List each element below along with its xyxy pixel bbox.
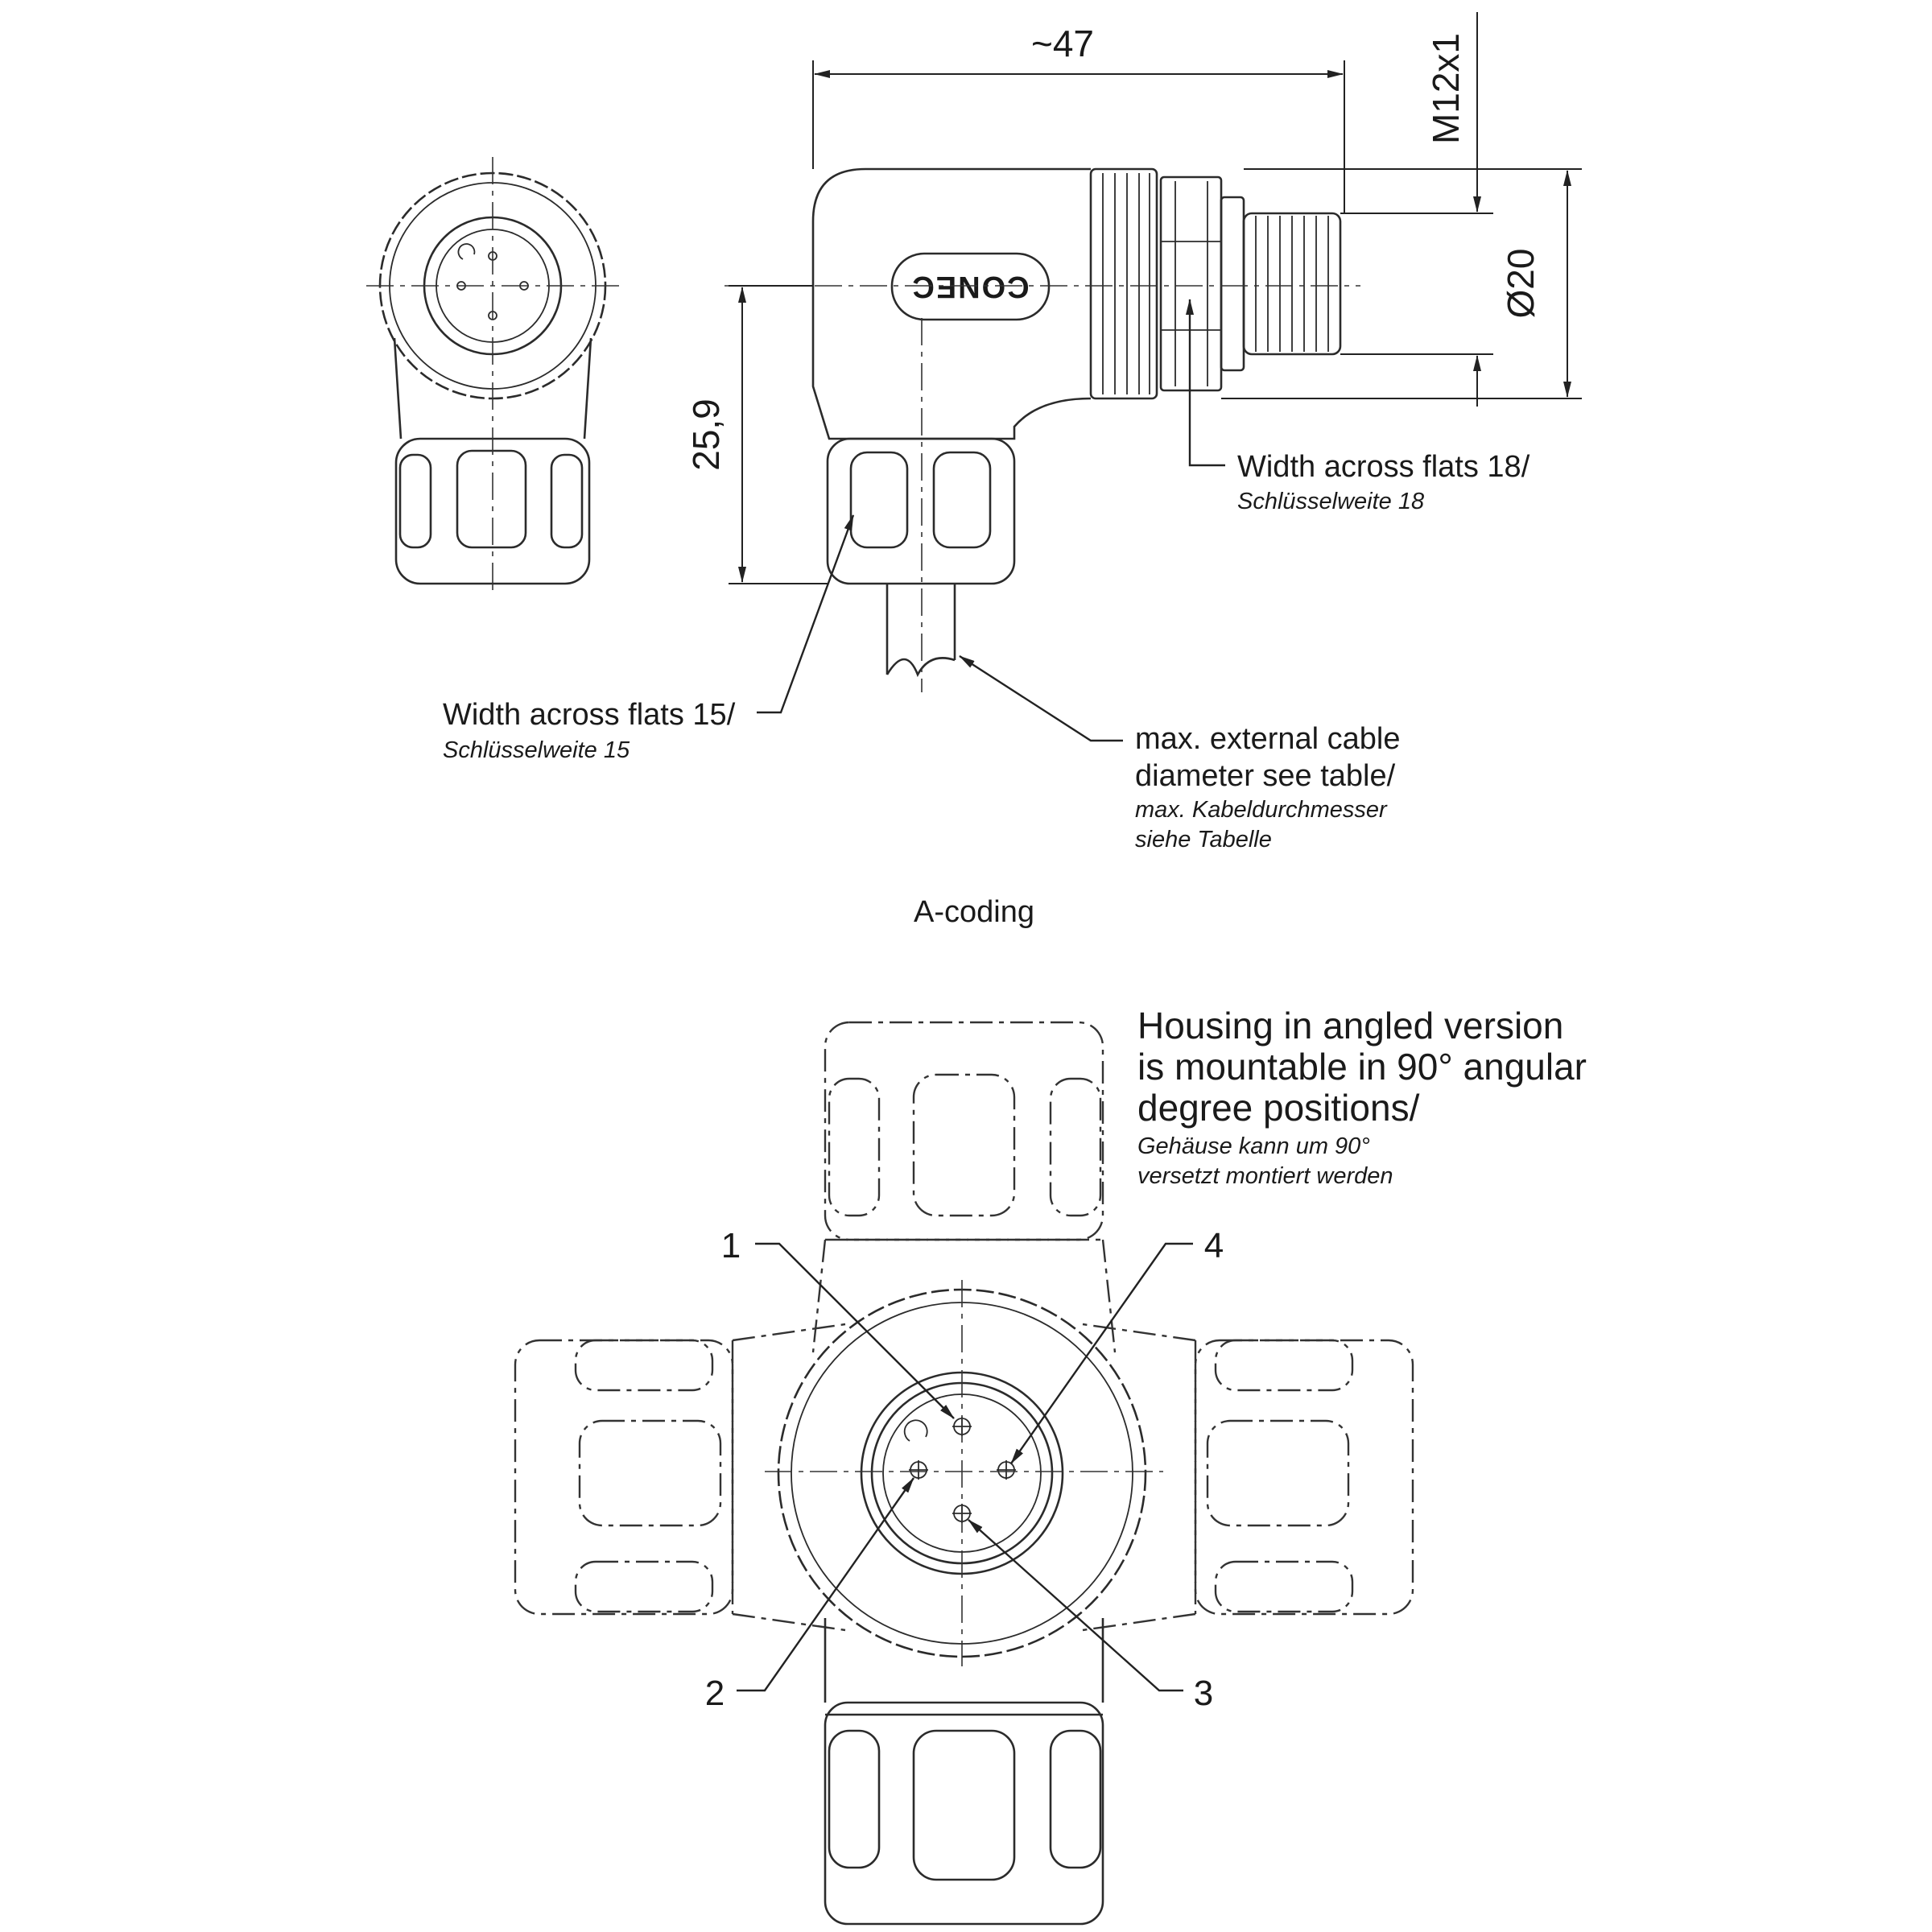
cable-en-line1: max. external cable (1135, 722, 1401, 756)
pin-label-1: 1 (721, 1226, 741, 1265)
side-view: CONEC (724, 167, 1360, 692)
dimension-length-label: ~47 (1031, 23, 1094, 64)
end-view-top-left (366, 157, 620, 592)
pin-label-2: 2 (705, 1674, 724, 1713)
callout-cable: max. external cable diameter see table/ … (959, 654, 1401, 852)
dimension-thread-label: M12x1 (1425, 33, 1467, 144)
dimension-height-label: 25,9 (685, 398, 727, 471)
dimension-length: ~47 (812, 23, 1345, 213)
housing-position-left (514, 1339, 734, 1616)
pin-label-3: 3 (1194, 1674, 1213, 1713)
angled-housing (811, 167, 1092, 440)
pin-label-4: 4 (1204, 1226, 1224, 1265)
waf18-en: Width across flats 18/ (1237, 450, 1530, 484)
cable-gland (826, 437, 1016, 585)
m12-thread (1242, 212, 1342, 356)
housing-de-line2: versetzt montiert werden (1137, 1163, 1393, 1189)
callout-waf15: Width across flats 15/ Schlüsselweite 15 (443, 514, 855, 763)
housing-de-line1: Gehäuse kann um 90° (1137, 1133, 1370, 1159)
housing-position-top (824, 1021, 1104, 1241)
housing-en-line3: degree positions/ (1137, 1087, 1420, 1129)
coding-title: A-coding (914, 895, 1034, 929)
dimension-diameter: Ø20 (1221, 168, 1582, 399)
waf15-en: Width across flats 15/ (443, 698, 736, 732)
hex-flat-18 (1159, 175, 1223, 392)
housing-position-right (1194, 1339, 1414, 1616)
cable-en-line2: diameter see table/ (1135, 759, 1396, 793)
dimension-diameter-label: Ø20 (1500, 249, 1542, 319)
dimension-thread: M12x1 (1340, 12, 1493, 407)
housing-note: Housing in angled version is mountable i… (1137, 1005, 1587, 1189)
waf15-de: Schlüsselweite 15 (443, 737, 630, 763)
cable-de-line2: siehe Tabelle (1135, 827, 1272, 852)
pin-callouts: 1 4 2 3 (705, 1226, 1224, 1713)
housing-en-line1: Housing in angled version (1137, 1005, 1563, 1046)
cable-stub (886, 584, 956, 675)
housing-en-line2: is mountable in 90° angular (1137, 1046, 1587, 1088)
dimension-height: 25,9 (685, 285, 828, 584)
front-view (514, 1021, 1414, 1926)
knurled-nut (1089, 167, 1158, 400)
cable-de-line1: max. Kabeldurchmesser (1135, 797, 1388, 823)
waf18-de: Schlüsselweite 18 (1237, 489, 1424, 514)
housing-position-bottom (824, 1701, 1104, 1926)
logo-plate (890, 252, 1051, 321)
callout-waf18: Width across flats 18/ Schlüsselweite 18 (1186, 299, 1530, 514)
brand-logo: CONEC (910, 270, 1029, 303)
